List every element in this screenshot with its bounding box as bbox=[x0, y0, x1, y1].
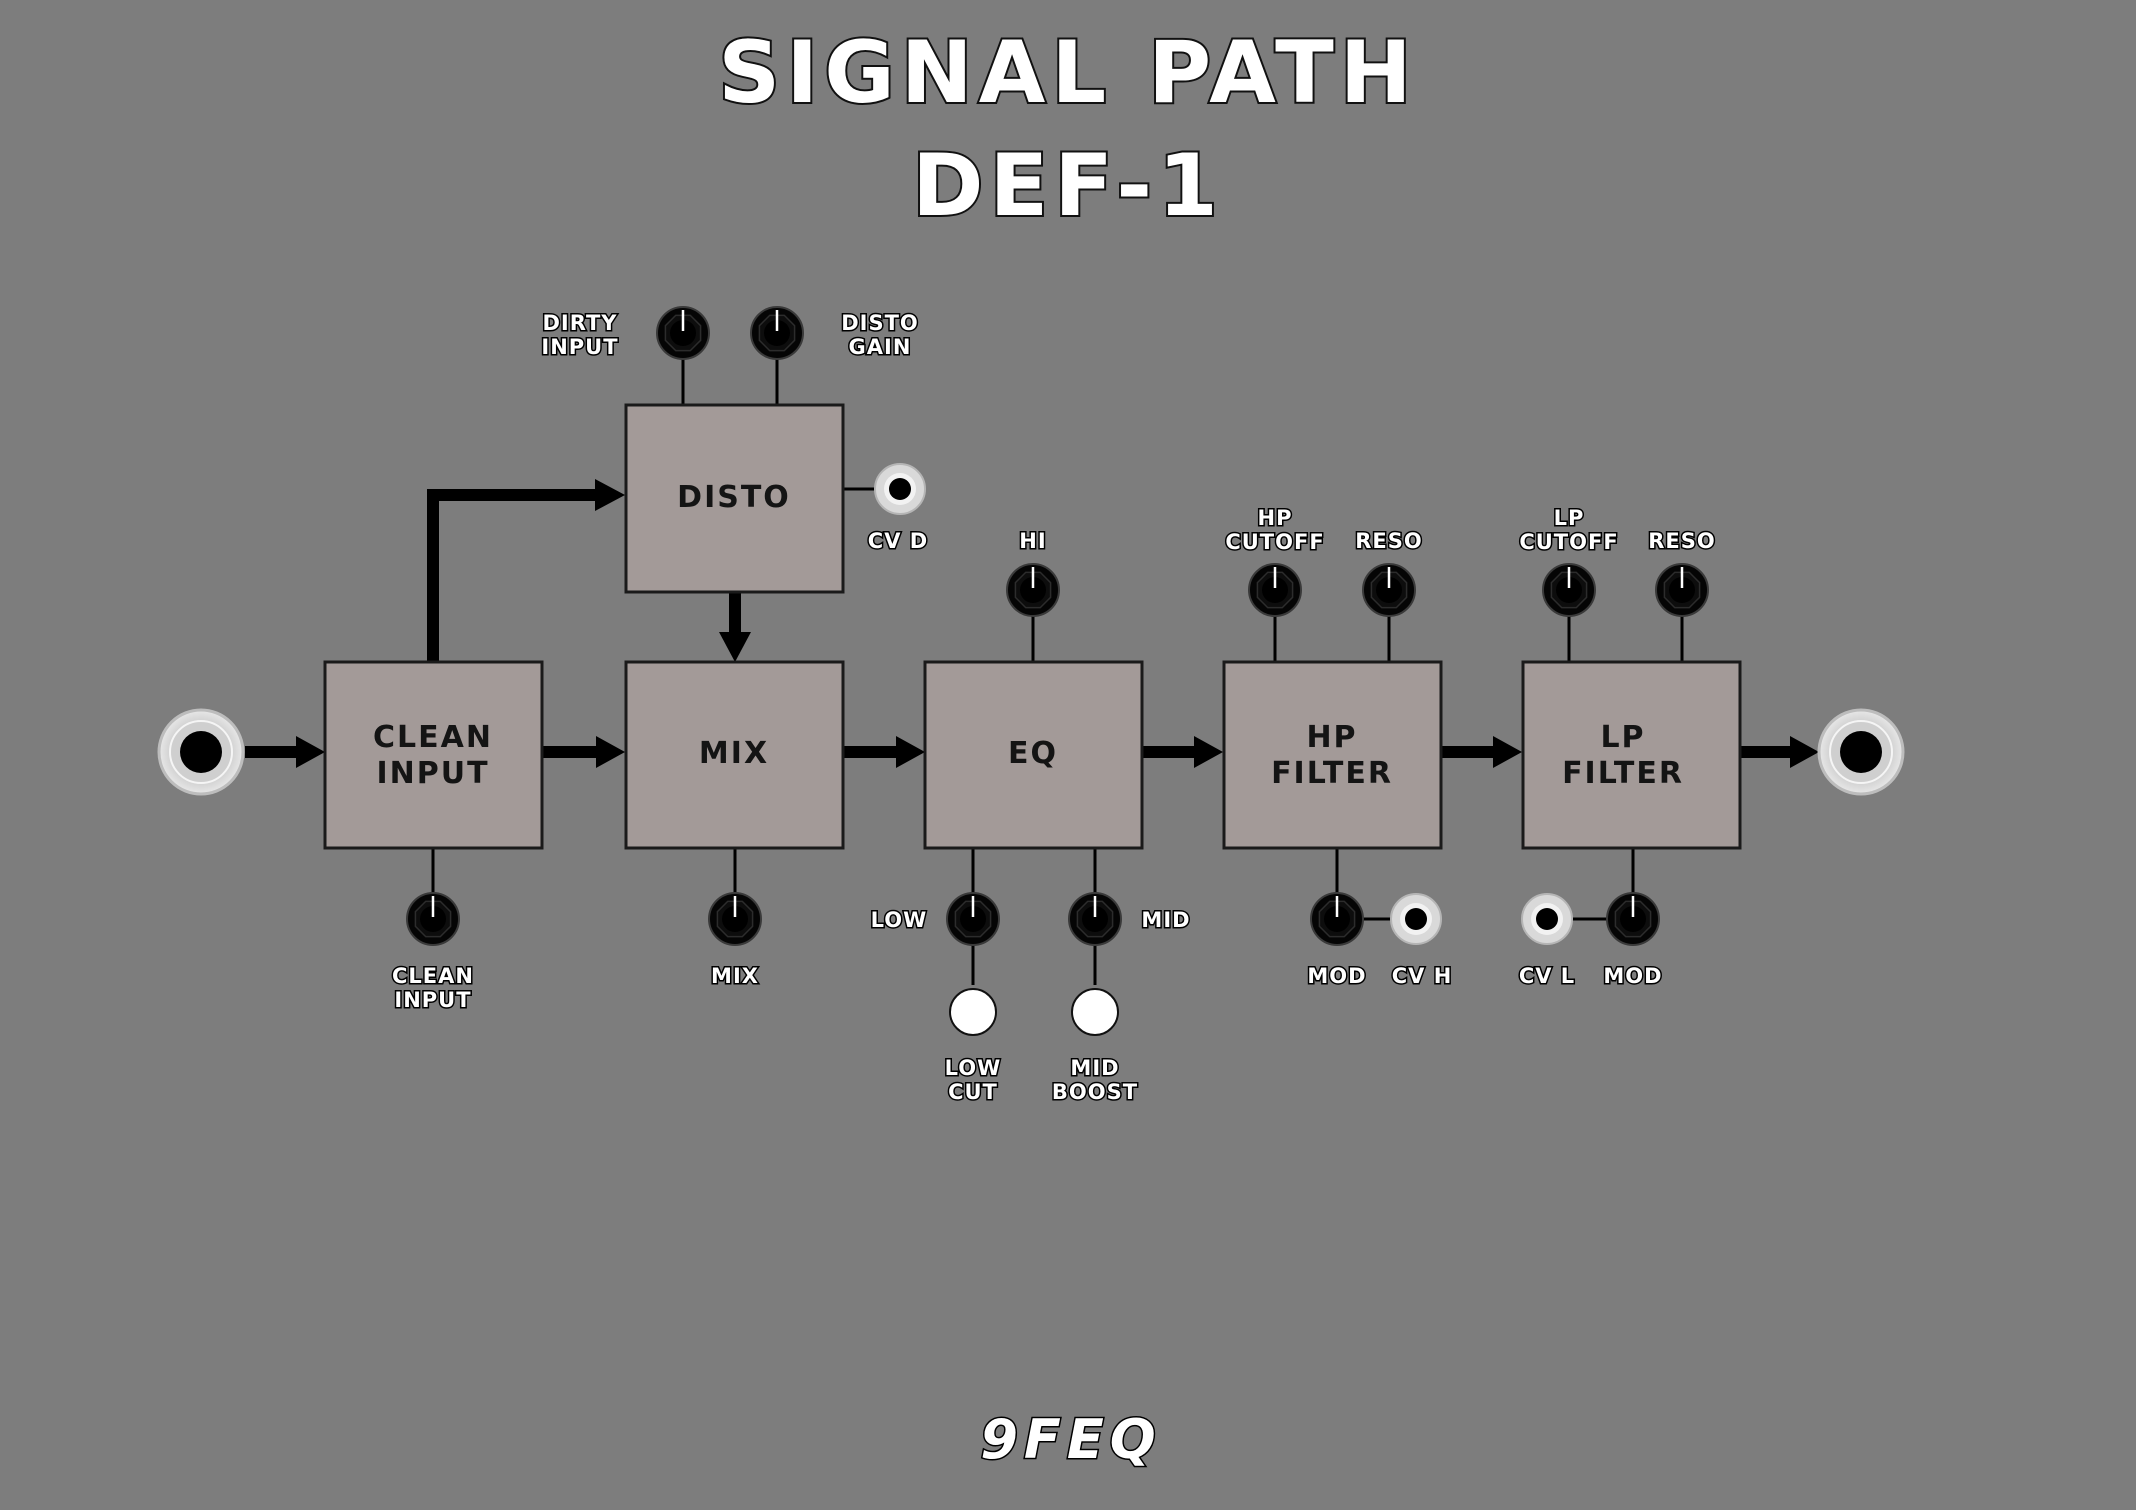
block-mix: MIX bbox=[624, 660, 845, 850]
clean-input-knob-label-1: CLEAN bbox=[392, 964, 474, 988]
block-hp-filter-label-1: HP bbox=[1306, 720, 1357, 755]
eq-low-label: LOW bbox=[871, 908, 928, 932]
hp-reso-knob[interactable] bbox=[1362, 563, 1416, 617]
mid-boost-switch[interactable] bbox=[1071, 988, 1119, 1036]
dirty-input-knob[interactable] bbox=[656, 306, 710, 360]
disto-gain-label-1: DISTO bbox=[841, 311, 919, 335]
block-lp-filter-label-2: FILTER bbox=[1562, 756, 1684, 791]
eq-hi-knob[interactable] bbox=[1006, 563, 1060, 617]
brand-logo: 9FEQ bbox=[980, 1408, 1161, 1471]
block-lp-filter: LP FILTER bbox=[1521, 660, 1742, 850]
block-disto-label: DISTO bbox=[677, 480, 791, 515]
hp-cutoff-label-1: HP bbox=[1258, 506, 1293, 530]
block-hp-filter-label-2: FILTER bbox=[1271, 756, 1393, 791]
cv-l-jack[interactable] bbox=[1521, 893, 1573, 945]
block-clean-input: CLEAN INPUT bbox=[323, 660, 544, 850]
low-cut-label-1: LOW bbox=[945, 1056, 1002, 1080]
low-cut-label-2: CUT bbox=[948, 1080, 998, 1104]
cv-h-label: CV H bbox=[1392, 964, 1453, 988]
cv-d-label: CV D bbox=[868, 529, 928, 553]
lp-reso-label: RESO bbox=[1648, 529, 1716, 553]
lp-mod-label: MOD bbox=[1603, 964, 1662, 988]
hp-cutoff-label-2: CUTOFF bbox=[1225, 530, 1324, 554]
block-eq-label: EQ bbox=[1008, 736, 1058, 771]
dirty-input-label-1: DIRTY bbox=[542, 311, 617, 335]
mix-knob[interactable] bbox=[708, 892, 762, 946]
hp-mod-knob[interactable] bbox=[1310, 892, 1364, 946]
low-cut-switch[interactable] bbox=[949, 988, 997, 1036]
block-mix-label: MIX bbox=[699, 736, 769, 771]
eq-mid-knob[interactable] bbox=[1068, 892, 1122, 946]
lp-mod-knob[interactable] bbox=[1606, 892, 1660, 946]
block-hp-filter: HP FILTER bbox=[1222, 660, 1443, 850]
dirty-input-label-2: INPUT bbox=[541, 335, 618, 359]
block-clean-input-label-2: INPUT bbox=[376, 756, 489, 791]
block-disto: DISTO bbox=[624, 403, 845, 594]
lp-cutoff-label-2: CUTOFF bbox=[1519, 530, 1618, 554]
lp-cutoff-knob[interactable] bbox=[1542, 563, 1596, 617]
cv-d-jack[interactable] bbox=[874, 463, 926, 515]
hp-cutoff-knob[interactable] bbox=[1248, 563, 1302, 617]
mid-boost-label-2: BOOST bbox=[1052, 1080, 1138, 1104]
block-eq: EQ bbox=[923, 660, 1144, 850]
hp-mod-label: MOD bbox=[1307, 964, 1366, 988]
title-line-1: SIGNAL PATH bbox=[718, 23, 1417, 123]
mix-knob-label: MIX bbox=[711, 964, 759, 988]
block-lp-filter-label-1: LP bbox=[1600, 720, 1645, 755]
clean-input-knob[interactable] bbox=[406, 892, 460, 946]
hp-reso-label: RESO bbox=[1355, 529, 1423, 553]
lp-reso-knob[interactable] bbox=[1655, 563, 1709, 617]
disto-gain-label-2: GAIN bbox=[849, 335, 912, 359]
eq-mid-label: MID bbox=[1141, 908, 1190, 932]
lp-cutoff-label-1: LP bbox=[1554, 506, 1585, 530]
main-output-jack[interactable] bbox=[1817, 708, 1905, 796]
title-line-2: DEF-1 bbox=[912, 136, 1224, 236]
block-clean-input-label-1: CLEAN bbox=[373, 720, 493, 755]
cv-l-label: CV L bbox=[1519, 964, 1575, 988]
cv-h-jack[interactable] bbox=[1390, 893, 1442, 945]
mid-boost-label-1: MID bbox=[1070, 1056, 1119, 1080]
signal-arrows bbox=[245, 479, 1819, 768]
eq-hi-label: HI bbox=[1019, 529, 1046, 553]
eq-low-knob[interactable] bbox=[946, 892, 1000, 946]
main-input-jack[interactable] bbox=[157, 708, 245, 796]
clean-input-knob-label-2: INPUT bbox=[394, 988, 471, 1012]
disto-gain-knob[interactable] bbox=[750, 306, 804, 360]
wires bbox=[431, 350, 1684, 985]
